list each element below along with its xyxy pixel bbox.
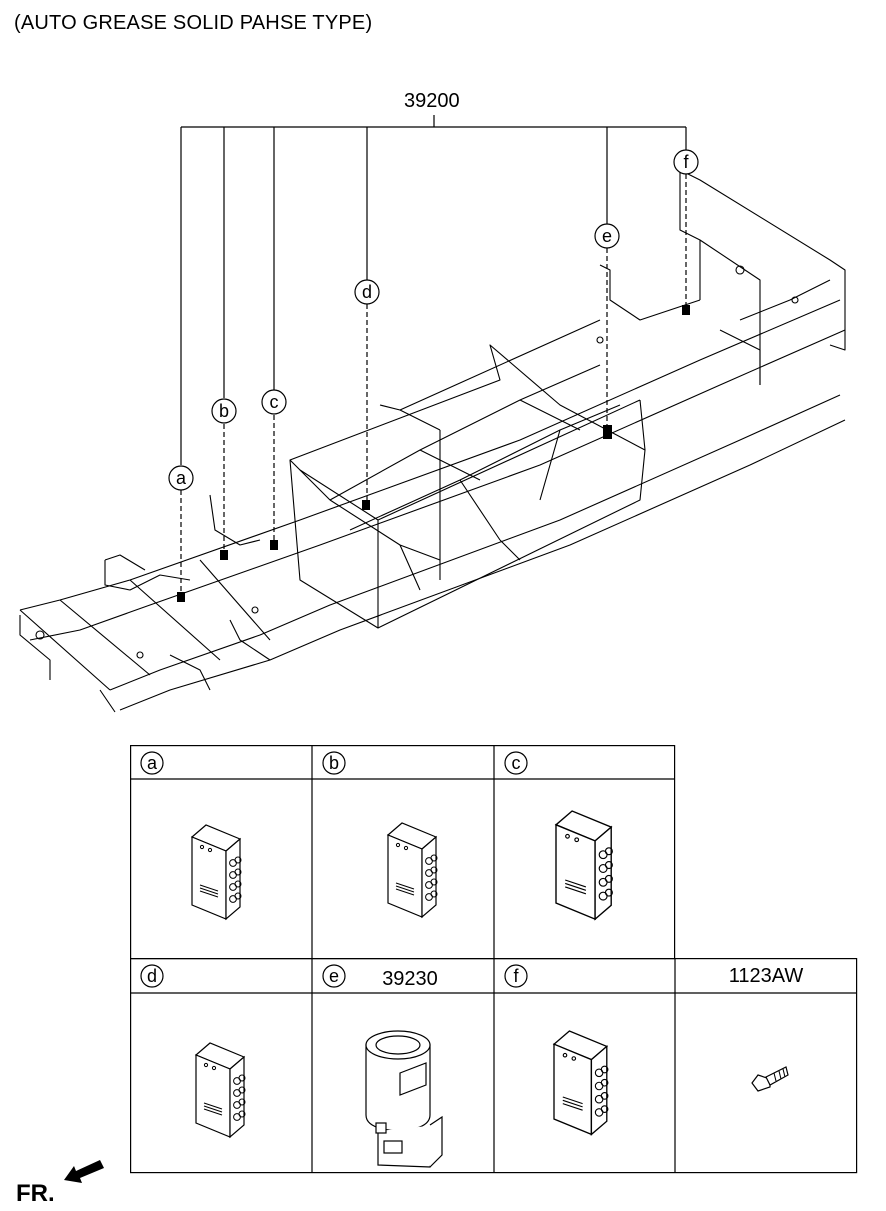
svg-text:a: a	[176, 468, 187, 488]
distributor-block-icon	[195, 1042, 246, 1138]
cell-c-letter: c	[504, 751, 528, 775]
svg-text:f: f	[683, 152, 689, 172]
parts-table: a b c d e f 39230 1123AW	[130, 745, 858, 1174]
callout-e: e	[594, 223, 620, 249]
cell-d-letter: d	[140, 964, 164, 988]
svg-text:c: c	[512, 753, 521, 773]
front-arrow-icon	[64, 1160, 104, 1183]
diagram-title: (AUTO GREASE SOLID PAHSE TYPE)	[14, 12, 373, 34]
assembly-part-number: 39200	[404, 90, 460, 112]
cell-a-letter: a	[140, 751, 164, 775]
distributor-block-icon	[387, 822, 438, 918]
svg-text:b: b	[329, 753, 339, 773]
distributor-block-icon	[553, 1030, 609, 1136]
distributor-block-icon	[555, 810, 614, 920]
front-direction-label: FR.	[16, 1180, 55, 1207]
cell-f-letter: f	[504, 964, 528, 988]
svg-text:e: e	[602, 226, 612, 246]
svg-text:b: b	[219, 401, 229, 421]
frame-part-markers	[177, 305, 690, 602]
callout-b: b	[211, 398, 237, 424]
svg-text:d: d	[147, 966, 157, 986]
svg-text:a: a	[147, 753, 158, 773]
chassis-frame-diagram: a b c d e f	[19, 115, 846, 713]
callout-d: d	[354, 279, 380, 305]
svg-text:f: f	[513, 966, 519, 986]
callout-a: a	[168, 465, 194, 491]
svg-text:e: e	[329, 966, 339, 986]
callout-c: c	[261, 389, 287, 415]
svg-text:c: c	[270, 392, 279, 412]
cell-e-letter: e	[322, 964, 346, 988]
svg-text:d: d	[362, 282, 372, 302]
cell-e-part-number: 39230	[382, 968, 438, 990]
cell-bolt-part-number: 1123AW	[729, 965, 804, 987]
distributor-block-icon	[191, 824, 242, 920]
chassis-frame	[19, 169, 846, 713]
grease-pump-icon	[365, 1030, 443, 1168]
callout-f: f	[673, 149, 699, 175]
cell-b-letter: b	[322, 751, 346, 775]
bolt-icon	[751, 1066, 789, 1092]
